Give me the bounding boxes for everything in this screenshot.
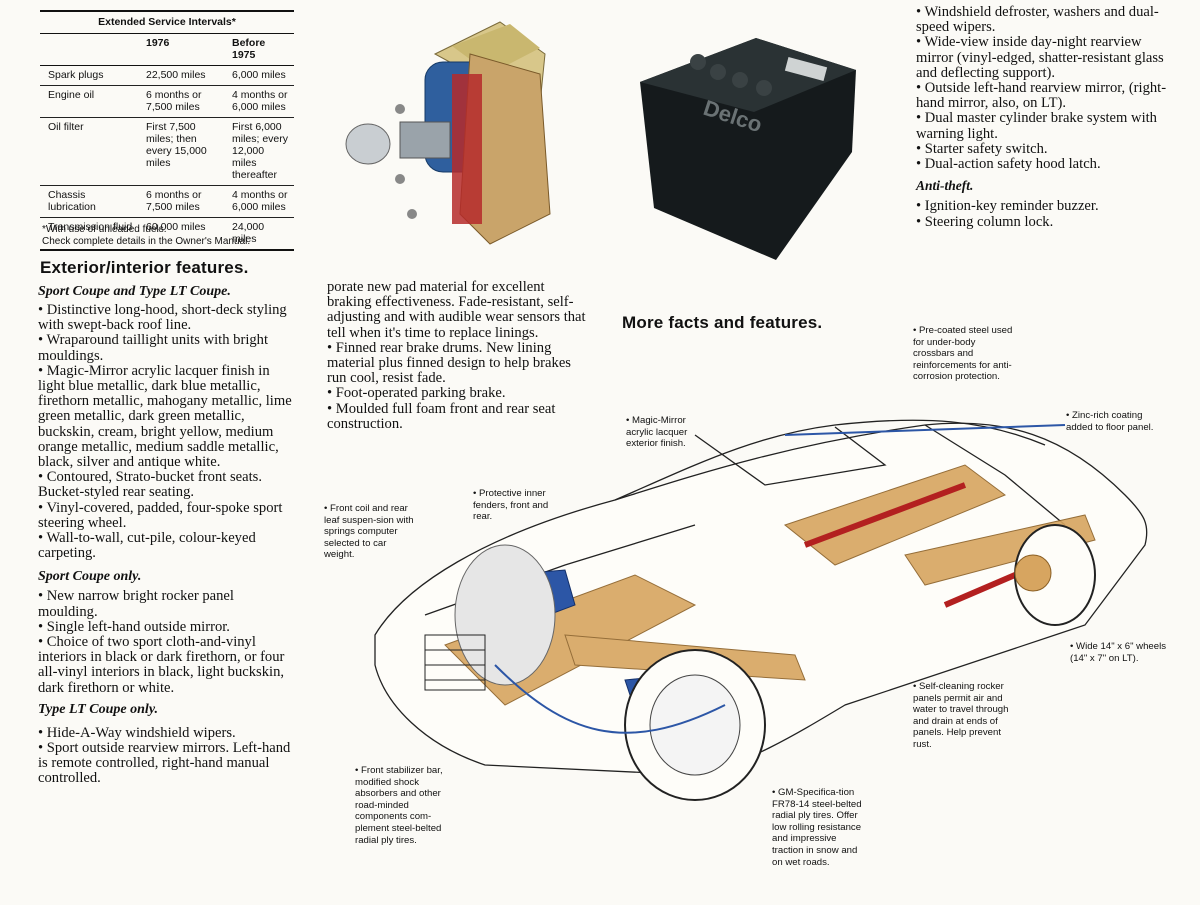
anti-theft-heading: Anti-theft. (916, 178, 974, 194)
callout-zinc-coating: • Zinc-rich coating added to floor panel… (1066, 410, 1154, 433)
list-item: • Ignition-key reminder buzzer. (916, 198, 1099, 215)
table-cell: 22,500 miles (138, 65, 224, 86)
table-cell: Chassis lubrication (40, 185, 138, 218)
table-footnote: *With use of unleaded fuels. Check compl… (42, 224, 250, 248)
service-intervals-table: Extended Service Intervals* 1976 Before … (40, 10, 294, 251)
table-cell: Oil filter (40, 117, 138, 186)
list-item: • Steering column lock. (916, 213, 1054, 230)
table-row: Oil filter First 7,500 miles; then every… (40, 117, 294, 186)
exterior-column: Sport Coupe and Type LT Coupe. • Distinc… (38, 284, 296, 787)
more-facts-heading: More facts and features. (622, 313, 823, 332)
callout-wide-wheels: • Wide 14" x 6" wheels (14" x 7" on LT). (1070, 641, 1167, 664)
table-cell: 24,000 miles (224, 217, 294, 251)
list-item: • Dual-action safety hood latch. (916, 156, 1101, 173)
table-cell: 60,000 miles (138, 217, 224, 251)
callout-rocker-panels: • Self-cleaning rocker panels permit air… (913, 681, 1009, 750)
list-item: • Outside left-hand rearview mirror, (ri… (916, 80, 1167, 112)
table-cell: First 7,500 miles; then every 15,000 mil… (138, 117, 224, 186)
list-item: • Foot-operated parking brake. (327, 385, 506, 402)
callout-front-coil: • Front coil and rear leaf suspen-sion w… (324, 503, 414, 561)
callout-radial-tires: • GM-Specifica-tion FR78-14 steel-belted… (772, 787, 862, 868)
col-header-item (40, 33, 138, 66)
car-cutaway-illustration (374, 419, 1148, 801)
safety-features: • Windshield defroster, washers and dual… (916, 4, 1168, 230)
table-row: Spark plugs 22,500 miles 6,000 miles (40, 65, 294, 86)
callout-inner-fenders: • Protective inner fenders, front and re… (473, 488, 549, 523)
table-cell: Spark plugs (40, 65, 138, 86)
table-cell: 6 months or 7,500 miles (138, 85, 224, 118)
feature-list: • Distinctive long-hood, short-deck styl… (38, 302, 296, 562)
table-cell: First 6,000 miles; every 12,000 miles th… (224, 117, 294, 186)
list-item: • Sport outside rearview mirrors. Left-h… (38, 740, 291, 787)
brakes-text: porate new pad material for excellent br… (327, 279, 589, 432)
disc-brake-illustration (340, 14, 565, 246)
list-item: • Choice of two sport cloth-and-vinyl in… (38, 634, 285, 696)
footnote-line: *With use of unleaded fuels. (42, 224, 167, 235)
footnote-line: Check complete details in the Owner's Ma… (42, 236, 251, 247)
feature-list: • Hide-A-Way windshield wipers. • Sport … (38, 724, 296, 787)
list-item: • Hide-A-Way windshield wipers. (38, 724, 236, 741)
list-item: • Dual master cylinder brake system with… (916, 110, 1157, 142)
list-item: • Starter safety switch. (916, 140, 1048, 157)
list-item: • Wraparound taillight units with bright… (38, 332, 269, 364)
list-item: • Finned rear brake drums. New lining ma… (327, 339, 571, 387)
list-item: • Moulded full foam front and rear seat … (327, 400, 556, 432)
table-cell: 4 months or 6,000 miles (224, 185, 294, 218)
col-header-1976: 1976 (138, 33, 224, 66)
subheading-sport-lt: Sport Coupe and Type LT Coupe. (38, 284, 231, 299)
table-cell: 6,000 miles (224, 65, 294, 86)
feature-list: • New narrow bright rocker panel mouldin… (38, 589, 296, 695)
table-cell: 6 months or 7,500 miles (138, 185, 224, 218)
table-row: Chassis lubrication 6 months or 7,500 mi… (40, 185, 294, 218)
list-item: • Windshield defroster, washers and dual… (916, 4, 1159, 36)
callout-precoated-steel: • Pre-coated steel used for under-body c… (913, 325, 1013, 383)
col-header-before-1975: Before 1975 (224, 33, 294, 66)
table-cell: Transmission fluid (40, 217, 138, 251)
battery-illustration: Delco (636, 32, 860, 264)
list-item: • Wall-to-wall, cut-pile, colour-keyed c… (38, 530, 256, 562)
subheading-lt-only: Type LT Coupe only. (38, 701, 159, 717)
list-item: • Distinctive long-hood, short-deck styl… (38, 302, 287, 334)
list-item: • Wide-view inside day-night rearview mi… (916, 34, 1164, 81)
list-item: • Contoured, Strato-bucket front seats. … (38, 469, 262, 501)
list-item: • Vinyl-covered, padded, four-spoke spor… (38, 499, 283, 531)
subheading-sport-only: Sport Coupe only. (38, 569, 142, 585)
exterior-heading: Exterior/interior features. (40, 258, 249, 277)
list-item: porate new pad material for excellent br… (327, 279, 586, 341)
list-item: • New narrow bright rocker panel mouldin… (38, 588, 234, 620)
table-cell: Engine oil (40, 85, 138, 118)
callout-stabilizer-bar: • Front stabilizer bar, modified shock a… (355, 765, 443, 846)
list-item: • Magic-Mirror acrylic lacquer finish in… (38, 362, 292, 471)
table-caption: Extended Service Intervals* (40, 10, 294, 34)
list-item: • Single left-hand outside mirror. (38, 618, 230, 635)
table-row: Engine oil 6 months or 7,500 miles 4 mon… (40, 85, 294, 118)
callout-magic-mirror: • Magic-Mirror acrylic lacquer exterior … (626, 415, 688, 450)
table-row: Transmission fluid 60,000 miles 24,000 m… (40, 217, 294, 251)
table-cell: 4 months or 6,000 miles (224, 85, 294, 118)
